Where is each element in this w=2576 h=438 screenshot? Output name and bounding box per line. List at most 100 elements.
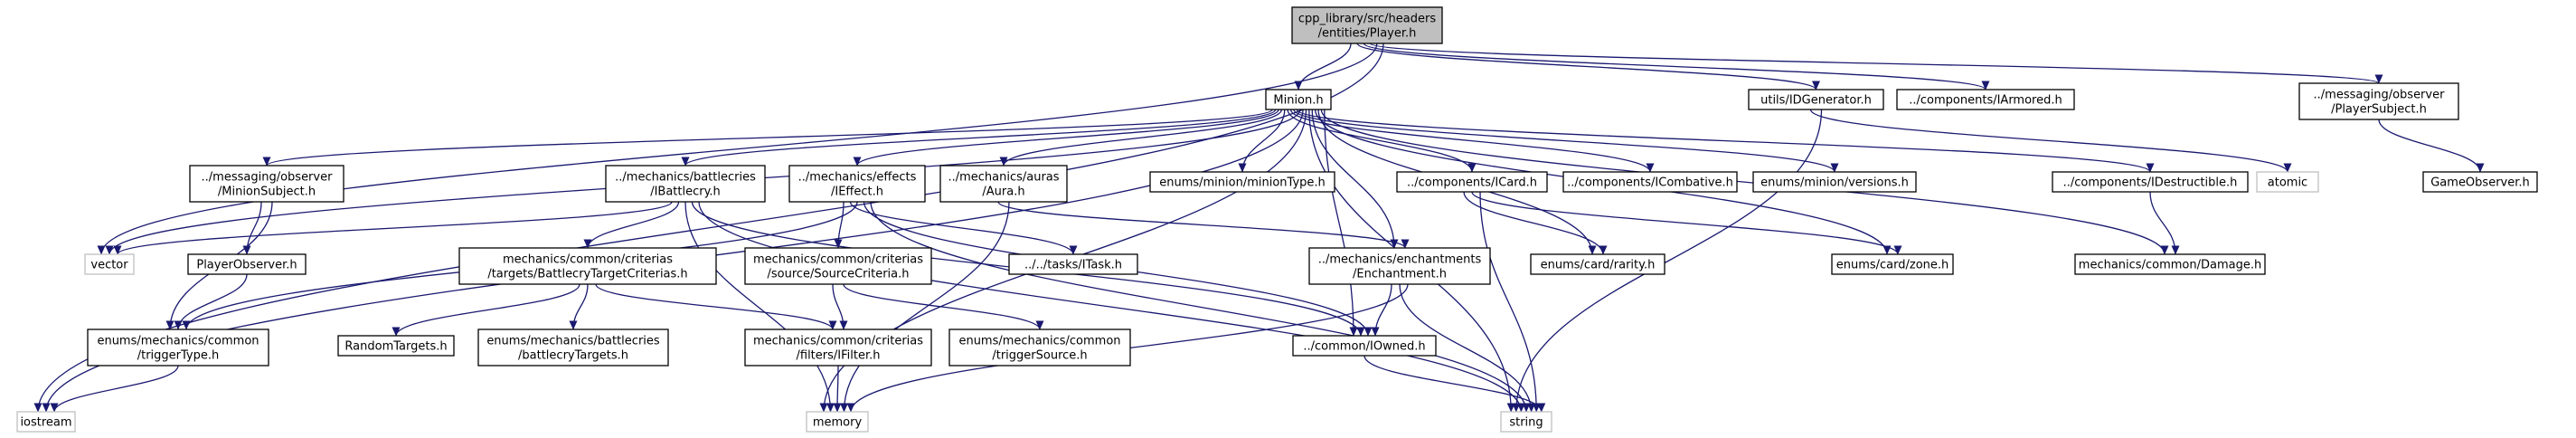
edge-path (242, 201, 262, 255)
node-label: /Aura.h (982, 186, 1024, 199)
node-minion[interactable]: Minion.h (1265, 89, 1332, 110)
nodes-layer: cpp_library/src/headers/entities/Player.… (16, 6, 2538, 433)
edge-enchantment-to-iowned (1371, 283, 1392, 337)
node-label: GameObserver.h (2430, 176, 2530, 190)
node-miniontype[interactable]: enums/minion/minionType.h (1149, 171, 1335, 193)
node-label: ../components/IDestructible.h (2063, 176, 2238, 190)
node-box (744, 247, 932, 285)
node-label: /triggerType.h (137, 349, 220, 363)
node-label: ../common/IOwned.h (1303, 340, 1425, 354)
node-iowned[interactable]: ../common/IOwned.h (1292, 335, 1437, 357)
node-btcriterias[interactable]: mechanics/common/criterias/targets/Battl… (458, 247, 717, 285)
node-triggersource[interactable]: enums/mechanics/common/triggerSource.h (948, 328, 1131, 367)
edge-ibattlecry-to-vector (113, 201, 673, 255)
edge-path (1324, 109, 1358, 337)
node-minionsubject[interactable]: ../messaging/observer/MinionSubject.h (189, 165, 344, 203)
node-label: /filters/IFilter.h (797, 349, 881, 363)
edge-sourcecriteria-to-triggersource (843, 283, 1044, 330)
node-label: ../mechanics/enchantments (1318, 253, 1482, 267)
node-box (1831, 253, 1954, 275)
node-box (1265, 89, 1332, 110)
node-box (806, 411, 869, 433)
edge-path (1471, 191, 1902, 255)
edge-path (681, 109, 1277, 167)
node-label: enums/minion/minionType.h (1159, 176, 1326, 190)
node-label: mechanics/common/criterias (753, 335, 923, 348)
node-playerobserver[interactable]: PlayerObserver.h (187, 253, 307, 275)
node-label: enums/card/rarity.h (1541, 259, 1656, 272)
node-damage[interactable]: mechanics/common/Damage.h (2074, 253, 2266, 275)
node-box (458, 247, 717, 285)
node-triggertype[interactable]: enums/mechanics/common/triggerType.h (87, 328, 269, 367)
node-battlecrytargets[interactable]: enums/mechanics/battlecries/battlecryTar… (477, 328, 669, 367)
node-sourcecriteria[interactable]: mechanics/common/criterias/source/Source… (744, 247, 932, 285)
node-label: enums/mechanics/common (958, 335, 1120, 348)
node-label: enums/mechanics/common (97, 335, 259, 348)
edge-minion-to-ibattlecry (681, 109, 1277, 167)
edge-path (1296, 109, 2155, 173)
edge-path (97, 43, 1378, 255)
edge-idestructible-to-damage (2149, 191, 2180, 255)
node-ifilter[interactable]: mechanics/common/criterias/filters/IFilt… (744, 328, 932, 367)
node-zone[interactable]: enums/card/zone.h (1831, 253, 1954, 275)
edge-path (2149, 191, 2180, 255)
edge-sourcecriteria-to-ifilter (832, 283, 848, 330)
node-box (16, 411, 76, 433)
edge-path (999, 109, 1283, 167)
edge-path (174, 273, 248, 330)
node-icombative[interactable]: ../components/ICombative.h (1562, 171, 1738, 193)
node-randomtargets[interactable]: RandomTargets.h (337, 335, 455, 357)
node-box (1896, 89, 2075, 110)
node-iarmored[interactable]: ../components/IArmored.h (1896, 89, 2075, 110)
node-label: mechanics/common/criterias (753, 253, 923, 267)
node-aura[interactable]: ../mechanics/auras/Aura.h (939, 165, 1068, 203)
edge-icard-to-string (1479, 191, 1541, 413)
node-rarity[interactable]: enums/card/rarity.h (1530, 253, 1665, 275)
edge-path (1371, 283, 1392, 337)
edge-minion-to-minionsubject (262, 109, 1273, 167)
edge-path (834, 201, 845, 249)
edge-path (832, 283, 848, 330)
node-ieffect[interactable]: ../mechanics/effects/IEffect.h (788, 165, 926, 203)
node-label: memory (813, 416, 863, 430)
edge-iowned-to-string (1363, 355, 1546, 413)
node-vector: vector (84, 253, 135, 275)
edge-idgen-to-atomic (1809, 109, 2292, 173)
node-playersubject[interactable]: ../messaging/observer/PlayerSubject.h (2298, 82, 2459, 120)
node-box (2422, 171, 2538, 193)
node-box (1291, 6, 1443, 44)
edge-path (1399, 283, 1536, 413)
node-itask[interactable]: ../../tasks/ITask.h (1008, 253, 1138, 275)
node-label: ../messaging/observer (2314, 89, 2446, 102)
edge-path (392, 283, 580, 337)
edge-minion-to-iowned (1324, 109, 1358, 337)
edge-playerobserver-to-triggertype (174, 273, 248, 330)
edge-btcriterias-to-battlecrytargets (569, 283, 589, 330)
node-box (1396, 171, 1548, 193)
node-idgen[interactable]: utils/IDGenerator.h (1748, 89, 1884, 110)
node-box (337, 335, 455, 357)
node-box (2298, 82, 2459, 120)
node-label: /battlecryTargets.h (518, 349, 628, 363)
node-versions[interactable]: enums/minion/versions.h (1752, 171, 1917, 193)
edge-path (2378, 119, 2485, 173)
node-ibattlecry[interactable]: ../mechanics/battlecries/IBattlecry.h (605, 165, 766, 203)
edge-minion-to-ieffect (853, 109, 1279, 167)
node-gameobserver[interactable]: GameObserver.h (2422, 171, 2538, 193)
edge-minion-to-damage (1320, 109, 2169, 255)
node-label: /entities/Player.h (1318, 27, 1417, 41)
node-idestructible[interactable]: ../components/IDestructible.h (2052, 171, 2249, 193)
node-label: ../components/IArmored.h (1909, 94, 2062, 108)
node-icard[interactable]: ../components/ICard.h (1396, 171, 1548, 193)
edge-path (1369, 43, 2383, 84)
edge-path (849, 201, 1078, 255)
node-label: /PlayerSubject.h (2331, 103, 2427, 117)
node-label: ../mechanics/battlecries (615, 171, 756, 185)
node-enchantment[interactable]: ../mechanics/enchantments/Enchantment.h (1308, 247, 1491, 285)
node-box (2052, 171, 2249, 193)
edge-ibattlecry-to-string (698, 201, 1525, 413)
edge-ieffect-to-itask (849, 201, 1078, 255)
node-box (84, 253, 135, 275)
node-player[interactable]: cpp_library/src/headers/entities/Player.… (1291, 6, 1443, 44)
